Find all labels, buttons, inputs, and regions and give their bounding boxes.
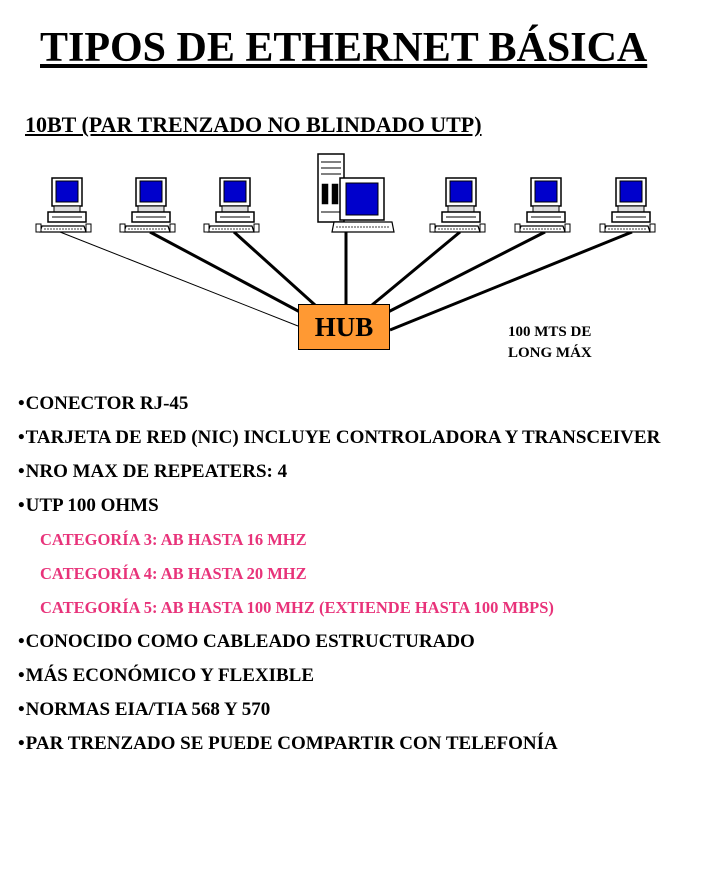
bullet-list: CONECTOR RJ-45 TARJETA DE RED (NIC) INCL… bbox=[18, 392, 718, 766]
bullet-item: CONOCIDO COMO CABLEADO ESTRUCTURADO bbox=[18, 630, 718, 654]
category-item: CATEGORÍA 4: AB HASTA 20 MHZ bbox=[40, 564, 307, 583]
distance-note: 100 MTS DE LONG MÁX bbox=[508, 322, 592, 364]
cable-3 bbox=[232, 230, 317, 307]
cable-lines bbox=[59, 230, 633, 332]
workstation-icon bbox=[599, 177, 656, 233]
bullet-item: NORMAS EIA/TIA 568 Y 570 bbox=[18, 698, 718, 722]
bullet-item: NRO MAX DE REPEATERS: 4 bbox=[18, 460, 718, 484]
page-title: TIPOS DE ETHERNET BÁSICA bbox=[40, 25, 648, 71]
bullet-item: TARJETA DE RED (NIC) INCLUYE CONTROLADOR… bbox=[18, 426, 678, 450]
workstation-icon bbox=[35, 177, 92, 233]
section-subtitle: 10BT (PAR TRENZADO NO BLINDADO UTP) bbox=[25, 112, 482, 137]
cable-6 bbox=[387, 230, 546, 314]
distance-note-line1: 100 MTS DE bbox=[508, 324, 592, 340]
hub-box: HUB bbox=[298, 304, 390, 350]
workstation-icon bbox=[119, 177, 176, 233]
distance-note-line2: LONG MÁX bbox=[508, 345, 592, 361]
workstation-icon bbox=[429, 177, 486, 233]
bullet-item: UTP 100 OHMS bbox=[18, 494, 718, 518]
bullet-item: PAR TRENZADO SE PUEDE COMPARTIR CON TELE… bbox=[18, 732, 718, 756]
workstation-icon bbox=[514, 177, 571, 233]
category-item: CATEGORÍA 3: AB HASTA 16 MHZ bbox=[40, 530, 307, 549]
cable-7 bbox=[389, 230, 633, 332]
bullet-item: MÁS ECONÓMICO Y FLEXIBLE bbox=[18, 664, 718, 688]
bullet-item: CONECTOR RJ-45 bbox=[18, 392, 718, 416]
network-diagram bbox=[35, 153, 656, 332]
cable-1 bbox=[59, 231, 299, 327]
cable-2 bbox=[149, 230, 301, 314]
category-item: CATEGORÍA 5: AB HASTA 100 MHZ (EXTIENDE … bbox=[40, 598, 554, 617]
server-icon bbox=[317, 153, 395, 233]
cable-5 bbox=[371, 230, 461, 307]
workstation-icon bbox=[203, 177, 260, 233]
